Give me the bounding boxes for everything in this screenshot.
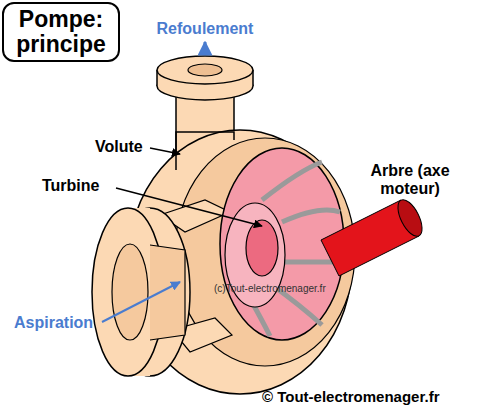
part-label: Volute	[95, 138, 155, 156]
title-box: Pompe: principe	[2, 2, 120, 62]
discharge-flange	[157, 56, 253, 84]
part-label: Turbine	[42, 177, 122, 195]
part-label: Arbre (axe moteur)	[345, 162, 475, 199]
impeller-hub	[246, 220, 278, 276]
watermark: © Tout-electromenager.fr	[262, 388, 492, 405]
shaft-end	[393, 196, 427, 240]
suction-opening	[112, 244, 148, 340]
impeller-vane	[262, 162, 322, 200]
diagram-title: Pompe: principe	[6, 7, 116, 58]
leader-arrow	[116, 188, 262, 226]
suction-passage	[150, 245, 185, 340]
flow-arrow	[204, 42, 207, 54]
discharge-opening	[188, 64, 222, 76]
flow-label: Aspiration	[14, 314, 114, 332]
flow-arrow	[102, 282, 180, 322]
watermark: (c)Tout-electromenager.fr	[214, 283, 354, 295]
leader-arrow	[150, 148, 180, 154]
impeller-vane	[282, 210, 340, 222]
flow-label: Refoulement	[150, 20, 260, 38]
